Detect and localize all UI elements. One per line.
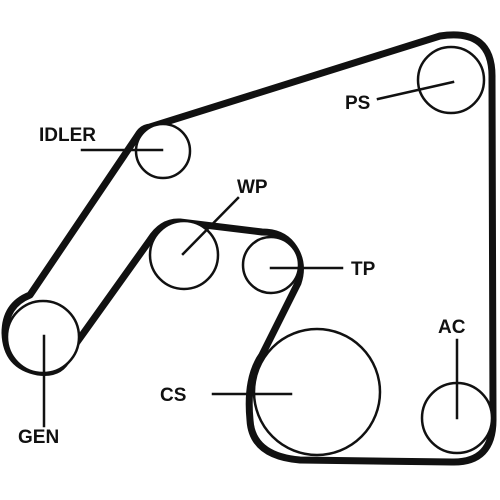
water-pump-pulley (148, 219, 220, 291)
tensioner-pulley (241, 235, 301, 295)
wp-label: WP (237, 177, 268, 198)
wp-leader (181, 196, 240, 256)
ps-leader (376, 80, 455, 101)
power-steering-pulley (416, 45, 486, 115)
serpentine-belt (1, 31, 497, 466)
ps-label: PS (345, 93, 370, 114)
tp-label: TP (351, 259, 376, 280)
cs-label: CS (160, 385, 186, 406)
idler-label: IDLER (39, 125, 96, 146)
ac-label: AC (438, 317, 466, 338)
gen-label: GEN (18, 427, 59, 448)
crankshaft-pulley (252, 327, 382, 457)
